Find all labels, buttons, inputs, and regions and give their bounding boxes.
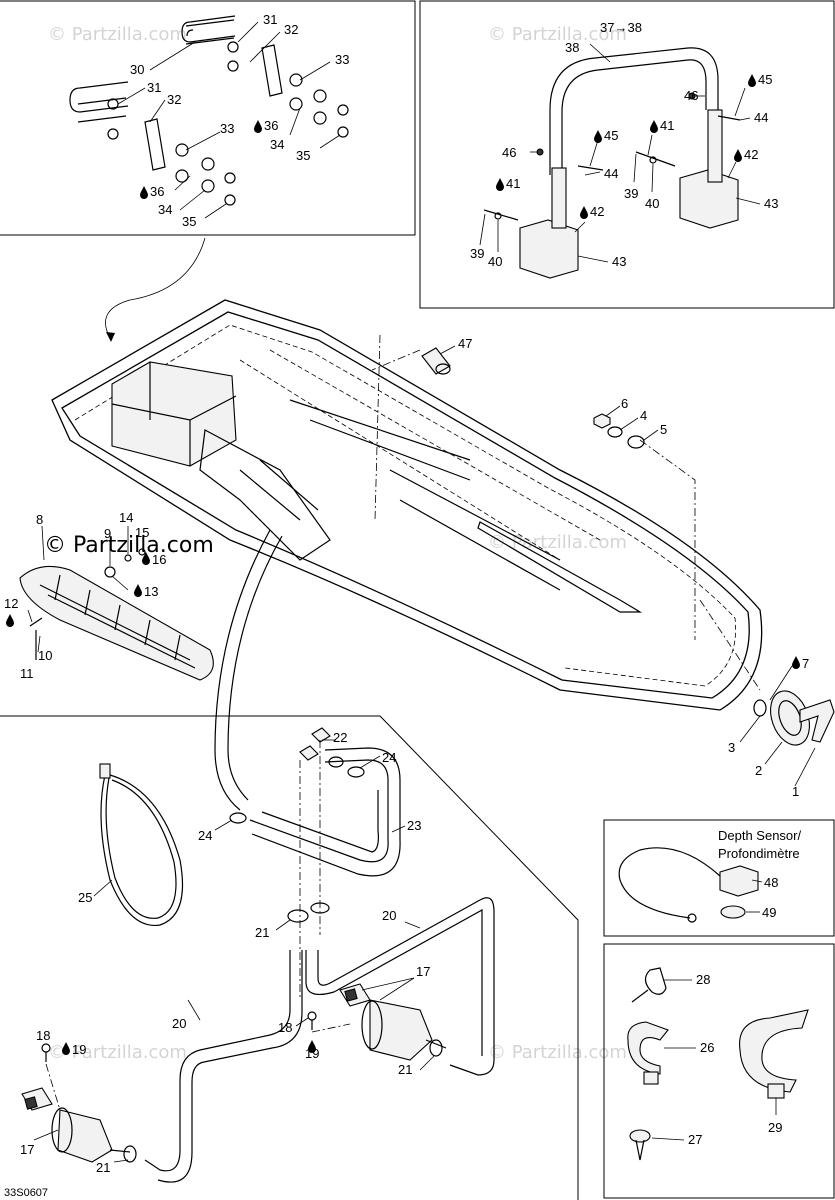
callout-29: 29 bbox=[768, 1120, 782, 1135]
watermark-text: © Partzilla.com bbox=[48, 24, 187, 45]
callout-48: 48 bbox=[764, 875, 778, 890]
callout-12: 12 bbox=[4, 596, 18, 611]
callout-14: 14 bbox=[119, 510, 133, 525]
callout-34: 34 bbox=[158, 202, 172, 217]
callout-20: 20 bbox=[172, 1016, 186, 1031]
callout-42: 42 bbox=[590, 204, 604, 219]
callout-25: 25 bbox=[78, 890, 92, 905]
callout-46: 46 bbox=[502, 145, 516, 160]
callout-21: 21 bbox=[255, 925, 269, 940]
callout-8: 8 bbox=[36, 512, 43, 527]
callout-37-38: 37→38 bbox=[600, 20, 642, 35]
callout-42: 42 bbox=[744, 147, 758, 162]
callout-24: 24 bbox=[382, 750, 396, 765]
callout-44: 44 bbox=[754, 110, 768, 125]
callout-21: 21 bbox=[398, 1062, 412, 1077]
watermark-text: © Partzilla.com bbox=[488, 1042, 627, 1063]
callout-11: 11 bbox=[20, 666, 34, 681]
callout-35: 35 bbox=[296, 148, 310, 163]
watermarks: © Partzilla.com © Partzilla.com © Partzi… bbox=[44, 24, 627, 1063]
callout-40: 40 bbox=[488, 254, 502, 269]
callout-46: 46 bbox=[684, 88, 698, 103]
callout-28: 28 bbox=[696, 972, 710, 987]
callout-44: 44 bbox=[604, 166, 618, 181]
callout-33: 33 bbox=[220, 121, 234, 136]
callout-16: 16 bbox=[152, 552, 166, 567]
callout-10: 10 bbox=[38, 648, 52, 663]
box-u-bolts: 31 32 30 33 36 34 35 31 32 33 36 34 35 bbox=[0, 0, 416, 236]
callout-40: 40 bbox=[645, 196, 659, 211]
callout-39: 39 bbox=[624, 186, 638, 201]
callout-19: 19 bbox=[72, 1042, 86, 1057]
callout-18: 18 bbox=[278, 1020, 292, 1035]
callout-17: 17 bbox=[20, 1142, 34, 1157]
callout-17: 17 bbox=[416, 964, 430, 979]
callout-39: 39 bbox=[470, 246, 484, 261]
callout-47: 47 bbox=[458, 336, 472, 351]
callout-13: 13 bbox=[144, 584, 158, 599]
diagram-code: 33S0607 bbox=[4, 1187, 48, 1199]
callout-38: 38 bbox=[565, 40, 579, 55]
connector-line bbox=[105, 237, 206, 339]
callout-27: 27 bbox=[688, 1132, 702, 1147]
callout-3: 3 bbox=[728, 740, 735, 755]
callout-23: 23 bbox=[407, 818, 421, 833]
callout-31: 31 bbox=[147, 80, 161, 95]
callout-5: 5 bbox=[660, 422, 667, 437]
callout-33: 33 bbox=[335, 52, 349, 67]
callout-43: 43 bbox=[764, 196, 778, 211]
hull-drawing bbox=[51, 299, 763, 711]
callout-24: 24 bbox=[198, 828, 212, 843]
callout-35: 35 bbox=[182, 214, 196, 229]
callout-9: 9 bbox=[104, 526, 111, 541]
callout-6: 6 bbox=[621, 396, 628, 411]
callout-19: 19 bbox=[305, 1046, 319, 1061]
watermark-text: © Partzilla.com bbox=[48, 1042, 187, 1063]
part-47: 47 bbox=[421, 336, 472, 375]
callout-36: 36 bbox=[264, 118, 278, 133]
parts-4-5-6: 6 4 5 bbox=[593, 396, 667, 449]
callout-18: 18 bbox=[36, 1028, 50, 1043]
callout-45: 45 bbox=[758, 72, 772, 87]
box-grab-handle: 37→38 38 45 46 44 41 42 39 40 43 45 46 4… bbox=[419, 0, 835, 309]
watermark-text: © Partzilla.com bbox=[488, 24, 627, 45]
parts-8-16: 8 9 14 15 16 13 12 10 11 bbox=[4, 510, 214, 681]
callout-4: 4 bbox=[640, 408, 647, 423]
callout-7: 7 bbox=[802, 656, 809, 671]
callout-49: 49 bbox=[762, 905, 776, 920]
callout-31: 31 bbox=[263, 12, 277, 27]
callout-30: 30 bbox=[130, 62, 144, 77]
callout-22: 22 bbox=[333, 730, 347, 745]
watermark-main: © Partzilla.com bbox=[44, 533, 214, 558]
callout-21: 21 bbox=[96, 1160, 110, 1175]
depth-sensor-title: Depth Sensor/ bbox=[718, 828, 801, 843]
callout-43: 43 bbox=[612, 254, 626, 269]
callout-1: 1 bbox=[792, 784, 799, 799]
watermark-text: © Partzilla.com bbox=[488, 532, 627, 553]
callout-45: 45 bbox=[604, 128, 618, 143]
callout-41: 41 bbox=[506, 176, 520, 191]
callout-32: 32 bbox=[167, 92, 181, 107]
box-hardware: 28 26 29 27 bbox=[603, 943, 835, 1199]
box-depth-sensor: Depth Sensor/ Profondimètre 48 49 bbox=[603, 819, 835, 937]
callout-20: 20 bbox=[382, 908, 396, 923]
callout-2: 2 bbox=[755, 763, 762, 778]
parts-1-2-3-7: 3 2 1 7 bbox=[728, 656, 835, 799]
callout-26: 26 bbox=[700, 1040, 714, 1055]
box-bilge: 22 24 23 24 25 21 20 17 20 18 19 21 18 1… bbox=[0, 529, 579, 1200]
callout-32: 32 bbox=[284, 22, 298, 37]
depth-sensor-title-fr: Profondimètre bbox=[718, 846, 800, 861]
callout-41: 41 bbox=[660, 118, 674, 133]
callout-34: 34 bbox=[270, 137, 284, 152]
callout-15: 15 bbox=[135, 525, 149, 540]
callout-36: 36 bbox=[150, 184, 164, 199]
